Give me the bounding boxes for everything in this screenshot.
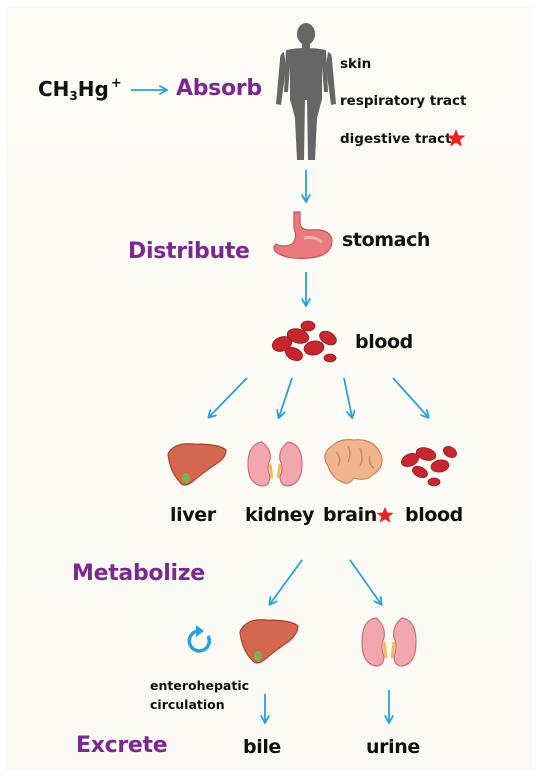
stage-excrete: Excrete [76,733,167,758]
star-icon-brain [376,506,394,524]
route-respiratory: respiratory tract [340,93,466,109]
blood-cells-icon-2 [398,436,460,490]
liver-icon [164,438,230,490]
star-icon [446,128,466,148]
blood-cells-icon [268,316,344,368]
enterohepatic-line2: circulation [150,695,249,714]
stage-absorb: Absorb [176,76,262,101]
arrow-blood-to-liver [209,378,247,417]
label-urine: urine [366,736,420,758]
arrow-blood-to-blood [393,378,428,417]
circular-arrow-icon [184,624,214,658]
label-brain: brain [323,504,377,526]
stomach-icon [270,208,338,262]
human-body-icon [268,22,344,164]
route-digestive: digestive tract [340,131,452,147]
arrow-to-liver-metab [270,560,302,604]
arrow-blood-to-kidney [279,378,292,417]
enterohepatic-line1: enterohepatic [150,676,249,695]
enterohepatic-label: enterohepatic circulation [150,676,249,714]
kidney-icon-metab [358,614,420,670]
stage-distribute: Distribute [128,239,250,264]
label-stomach: stomach [342,229,430,251]
route-skin: skin [340,56,371,72]
label-blood-top: blood [355,331,413,353]
label-blood: blood [405,504,463,526]
kidney-icon [244,438,306,490]
arrow-blood-to-brain [344,378,352,417]
label-kidney: kidney [245,504,314,526]
liver-icon-metab [236,614,302,670]
brain-icon [318,436,386,490]
methylmercury-formula: CH3Hg+ [38,76,122,103]
stage-metabolize: Metabolize [72,561,205,586]
label-liver: liver [170,504,216,526]
arrow-to-kidney-metab [350,560,381,604]
label-bile: bile [243,736,281,758]
